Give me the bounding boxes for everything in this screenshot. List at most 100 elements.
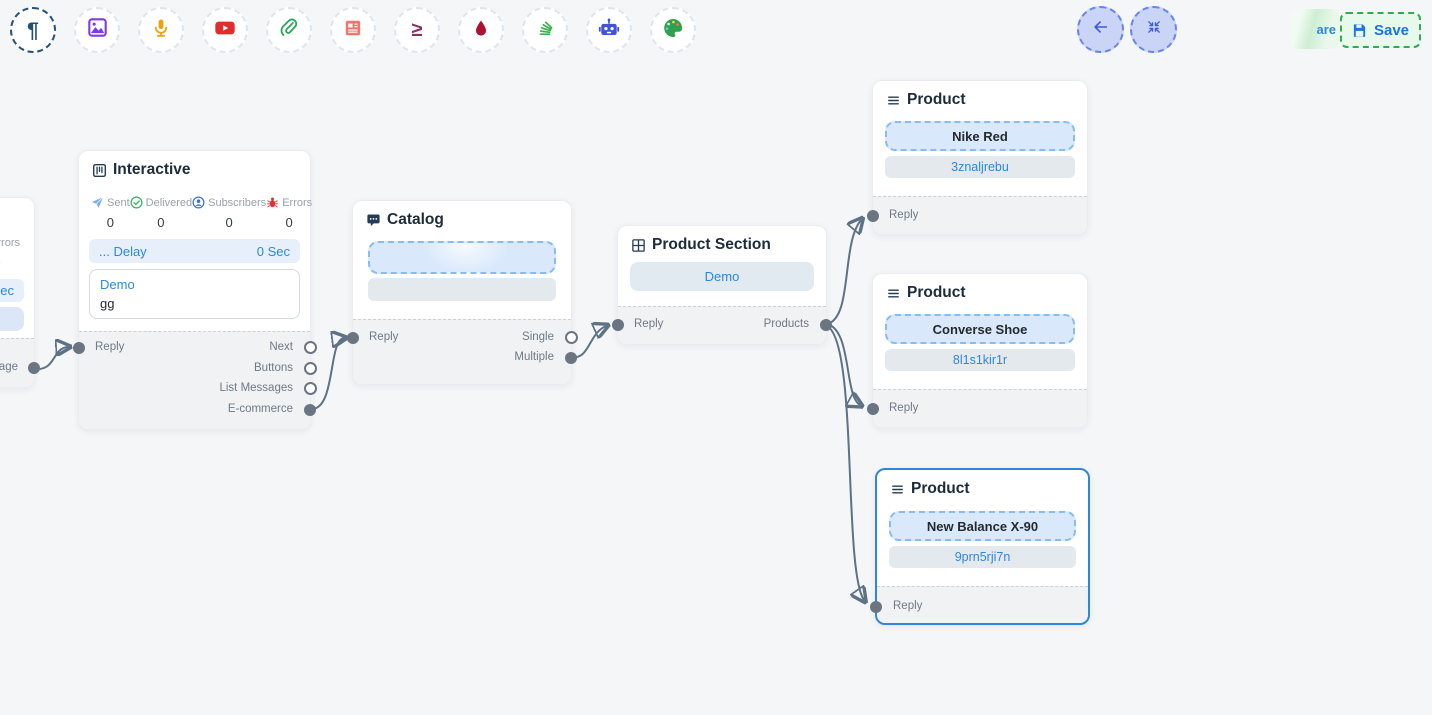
- save-button[interactable]: Save: [1340, 12, 1421, 48]
- input-port-label: Reply: [95, 341, 125, 353]
- paperclip-icon: [279, 18, 299, 43]
- send-icon: [91, 196, 104, 209]
- section-button-label: Demo: [704, 269, 740, 284]
- toolbar-stack-button[interactable]: [522, 7, 568, 53]
- toolbar-theme-button[interactable]: [650, 7, 696, 53]
- node-title-text: Interactive: [113, 161, 191, 178]
- youtube-icon: [214, 17, 236, 44]
- node-footer: [353, 319, 571, 384]
- stat-subscribers: Subscribers 0: [192, 196, 266, 230]
- grid-icon: [631, 238, 646, 253]
- save-icon: [1352, 23, 1367, 38]
- node-title-text: Product: [911, 480, 970, 497]
- product-code-box[interactable]: 8l1s1kir1r: [885, 349, 1075, 371]
- edge: [826, 325, 864, 600]
- toolbar-sequence-button[interactable]: ≥: [394, 7, 440, 53]
- toolbar-attachment-button[interactable]: [266, 7, 312, 53]
- input-handle-reply[interactable]: [870, 601, 882, 613]
- toolbar-audio-button[interactable]: [138, 7, 184, 53]
- toolbar-template-button[interactable]: [330, 7, 376, 53]
- edge: [826, 220, 861, 325]
- microphone-icon: [151, 18, 171, 43]
- product-node-1[interactable]: Product Nike Red 3znaljrebu Reply: [867, 80, 1088, 235]
- product-name-box[interactable]: New Balance X-90: [889, 511, 1076, 541]
- product-section-node[interactable]: Product Section Demo Reply Products: [612, 225, 832, 345]
- message-title: Demo: [100, 277, 135, 292]
- list-icon: [886, 93, 901, 108]
- output-handle-products[interactable]: [820, 319, 832, 331]
- catalog-placeholder[interactable]: [368, 241, 556, 274]
- node-footer: [873, 196, 1087, 234]
- output-port-label: Single: [522, 331, 554, 343]
- toolbar-bot-button[interactable]: [586, 7, 632, 53]
- output-handle-ecommerce[interactable]: [304, 404, 316, 416]
- product-name-box[interactable]: Nike Red: [885, 121, 1075, 151]
- output-handle-next[interactable]: [304, 341, 317, 354]
- product-name: New Balance X-90: [926, 518, 1039, 534]
- product-node-3[interactable]: Product New Balance X-90 9prn5rji7n Repl…: [870, 468, 1090, 625]
- stat-value-text: 0: [285, 215, 293, 230]
- output-handle-single[interactable]: [565, 331, 578, 344]
- delay-row[interactable]: ... Delay 0 Sec: [89, 239, 300, 263]
- stat-label-text: Errors: [0, 236, 20, 249]
- input-port-label: Reply: [893, 600, 923, 612]
- stat-errors: Errors 0: [0, 236, 20, 271]
- stat-errors: Errors 0: [266, 196, 312, 230]
- message-preview[interactable]: Demo gg: [89, 269, 300, 319]
- fit-view-button[interactable]: [1130, 6, 1177, 53]
- input-port-label: Reply: [369, 331, 399, 343]
- output-port-label: Buttons: [254, 362, 293, 374]
- product-code-box[interactable]: 9prn5rji7n: [889, 546, 1076, 568]
- pilcrow-icon: ¶: [27, 18, 39, 42]
- stat-label-text: Subscribers: [208, 196, 267, 209]
- input-handle-reply[interactable]: [73, 342, 85, 354]
- input-handle-reply[interactable]: [347, 332, 359, 344]
- node-title-text: Catalog: [387, 211, 444, 228]
- section-button[interactable]: Demo: [630, 262, 814, 291]
- input-handle-reply[interactable]: [612, 319, 624, 331]
- catalog-secondary-placeholder[interactable]: [368, 278, 556, 301]
- stat-label-text: Sent: [107, 196, 130, 209]
- output-port-label: Message: [0, 361, 18, 373]
- delay-value: 0 Sec: [0, 283, 14, 298]
- toolbar-text-button[interactable]: ¶: [10, 7, 56, 53]
- product-code-box[interactable]: 3znaljrebu: [885, 156, 1075, 178]
- input-port-label: Reply: [889, 402, 919, 414]
- stat-value-text: 0: [106, 215, 114, 230]
- output-handle-buttons[interactable]: [304, 362, 317, 375]
- input-handle-reply[interactable]: [867, 403, 879, 415]
- partial-button[interactable]: [0, 307, 24, 331]
- node-footer: [79, 331, 310, 429]
- node-title-text: Product: [907, 91, 966, 108]
- back-button[interactable]: [1077, 6, 1124, 53]
- stat-label-text: Delivered: [145, 196, 193, 209]
- product-name-box[interactable]: Converse Shoe: [885, 314, 1075, 344]
- partial-message-node[interactable]: Errors 0 0 Sec Message: [0, 197, 40, 388]
- product-node-2[interactable]: Product Converse Shoe 8l1s1kir1r Reply: [867, 273, 1088, 428]
- toolbar-video-button[interactable]: [202, 7, 248, 53]
- image-icon: [87, 17, 108, 43]
- toolbar-drip-button[interactable]: [458, 7, 504, 53]
- node-title-text: Product: [907, 284, 966, 301]
- stat-sent: Sent 0: [91, 196, 130, 230]
- input-handle-reply[interactable]: [867, 210, 879, 222]
- product-code: 3znaljrebu: [951, 160, 1009, 174]
- person-circle-icon: [192, 196, 205, 209]
- input-port-label: Reply: [889, 209, 919, 221]
- node-footer: [0, 338, 34, 387]
- catalog-node[interactable]: Catalog Reply Single Multiple: [347, 200, 578, 385]
- output-handle-multiple[interactable]: [565, 352, 577, 364]
- check-circle-icon: [130, 196, 143, 209]
- arrow-left-icon: [1092, 18, 1110, 41]
- output-port-label: E-commerce: [227, 403, 293, 415]
- stat-value-text: 0: [157, 215, 165, 230]
- stat-value-text: 0: [225, 215, 233, 230]
- chat-icon: [366, 213, 381, 228]
- toolbar-image-button[interactable]: [74, 7, 120, 53]
- delay-row[interactable]: 0 Sec: [0, 279, 24, 302]
- output-handle-message[interactable]: [28, 362, 40, 374]
- delay-label: ... Delay: [99, 243, 147, 259]
- interactive-node[interactable]: Interactive Sent 0 Delivered 0: [73, 150, 317, 430]
- output-handle-list-messages[interactable]: [304, 382, 317, 395]
